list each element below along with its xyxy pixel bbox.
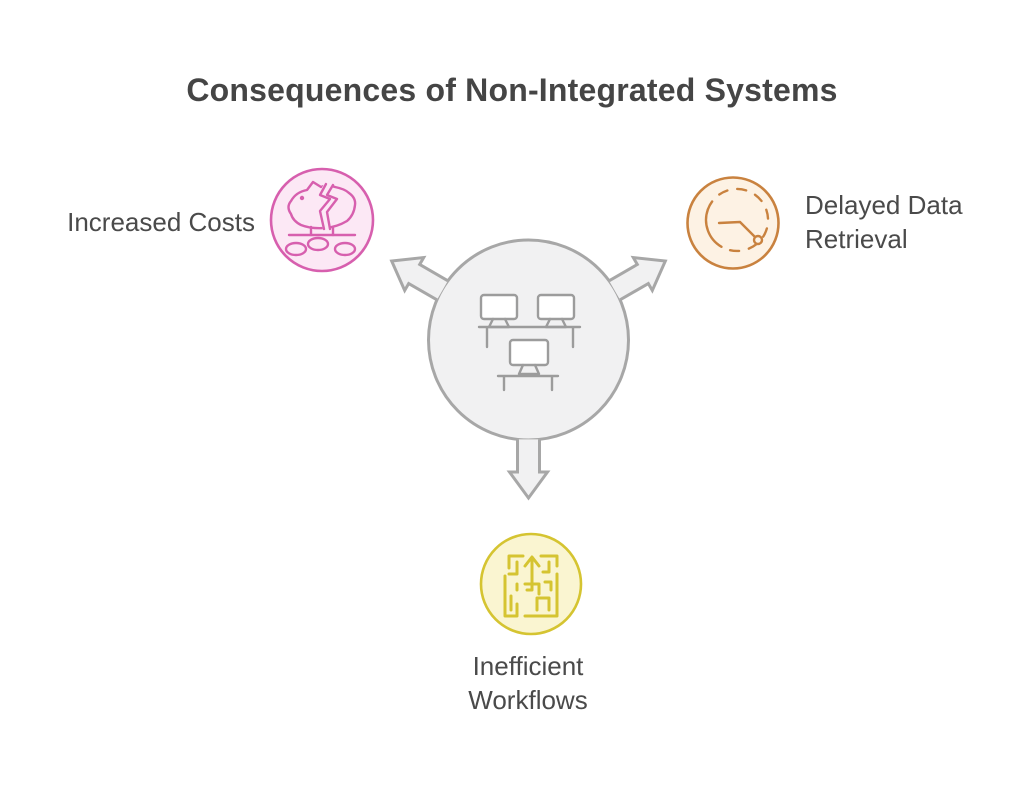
node-inefficient-workflows [479, 532, 583, 641]
node-delayed-data-retrieval [686, 176, 780, 275]
delayed-clock-icon [686, 176, 780, 270]
page-title: Consequences of Non-Integrated Systems [186, 72, 838, 108]
label-inefficient-workflows: Inefficient Workflows [468, 651, 588, 715]
arrow-to-increased-costs [389, 255, 449, 302]
maze-lines [503, 554, 559, 618]
arrow-to-delayed-data-retrieval [608, 255, 668, 302]
broken-piggy-bank-icon [269, 167, 375, 273]
maze-arrow-icon [479, 532, 583, 636]
label-delayed-data-retrieval: Delayed Data Retrieval [805, 190, 963, 254]
arrow-to-inefficient-workflows [506, 439, 551, 501]
node-increased-costs [269, 167, 375, 278]
central-hub-graphic [389, 238, 668, 501]
networked-computers-icon [477, 293, 582, 392]
label-increased-costs: Increased Costs [67, 207, 255, 237]
